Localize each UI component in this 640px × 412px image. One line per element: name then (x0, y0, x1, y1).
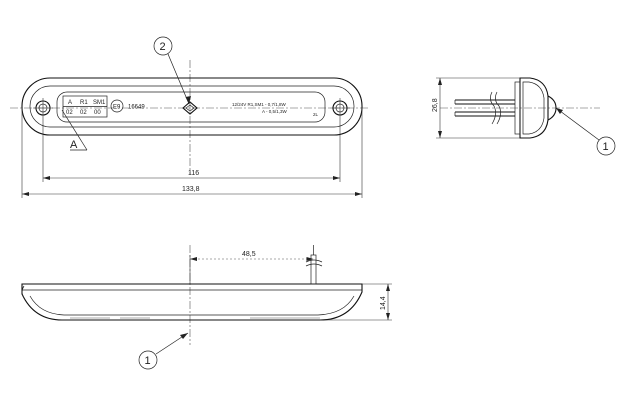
callout-a-label: A (70, 139, 78, 151)
callout-a: A (61, 109, 88, 151)
e-mark-label: E9 (113, 105, 121, 111)
side-base-plate (514, 81, 521, 135)
lamp-outer-housing (21, 77, 363, 136)
front-left-edge (21, 285, 25, 299)
marking-sm1: SM1 (93, 100, 106, 106)
manufacturer-logo-icon (182, 101, 198, 115)
mounting-hole-left (33, 98, 53, 118)
callout-1-bottom: 1 (138, 332, 189, 370)
side-code: 2L (313, 112, 319, 117)
spec-line-1: 12/24V R1,SM1 - 0,7/1,8W (232, 102, 287, 107)
front-body-outline (21, 283, 363, 321)
callout-2: 2 (153, 36, 191, 105)
e-mark-icon: E9 (110, 99, 124, 113)
marking-02-b: 02 (80, 110, 87, 116)
lamp-inner-rim (29, 85, 355, 128)
dimension-14-4: 14,4 (320, 283, 392, 321)
spec-line-2: A - 0,5/1,3W (262, 109, 288, 114)
side-housing-inner (522, 81, 545, 135)
callout-2-label: 2 (160, 41, 166, 53)
marking-00: 00 (94, 110, 101, 116)
front-view: 48,5 14,4 1 (21, 245, 392, 370)
dimension-48-5: 48,5 (189, 251, 314, 284)
front-lens-curve (29, 295, 355, 316)
marking-grid: A R1 SM1 02 02 00 (62, 95, 108, 118)
dimension-26-8: 26,8 (432, 77, 520, 139)
callout-1-top-label: 1 (603, 141, 609, 153)
dimension-133-8: 133,8 (21, 108, 363, 198)
side-view: 26,8 1 (432, 77, 616, 156)
callout-1-top: 1 (555, 107, 616, 156)
callout-1-bottom-label: 1 (145, 355, 151, 367)
dimension-133-8-label: 133,8 (182, 186, 200, 193)
wires (454, 91, 515, 125)
top-view: A R1 SM1 02 02 00 E9 16649 12/24V R1,SM1… (10, 36, 370, 198)
lamp-lens (56, 91, 326, 123)
dimension-14-4-label: 14,4 (380, 296, 387, 310)
dimension-116: 116 (42, 118, 341, 182)
dimension-48-5-label: 48,5 (242, 251, 256, 258)
marking-r1: R1 (80, 100, 88, 106)
marking-02-a: 02 (66, 110, 73, 116)
wire-stub (305, 245, 323, 285)
approval-number: 16649 (128, 105, 145, 111)
marking-a: A (68, 100, 72, 106)
dimension-26-8-label: 26,8 (432, 98, 439, 112)
dimension-116-label: 116 (188, 170, 199, 177)
mounting-hole-right (330, 98, 350, 118)
